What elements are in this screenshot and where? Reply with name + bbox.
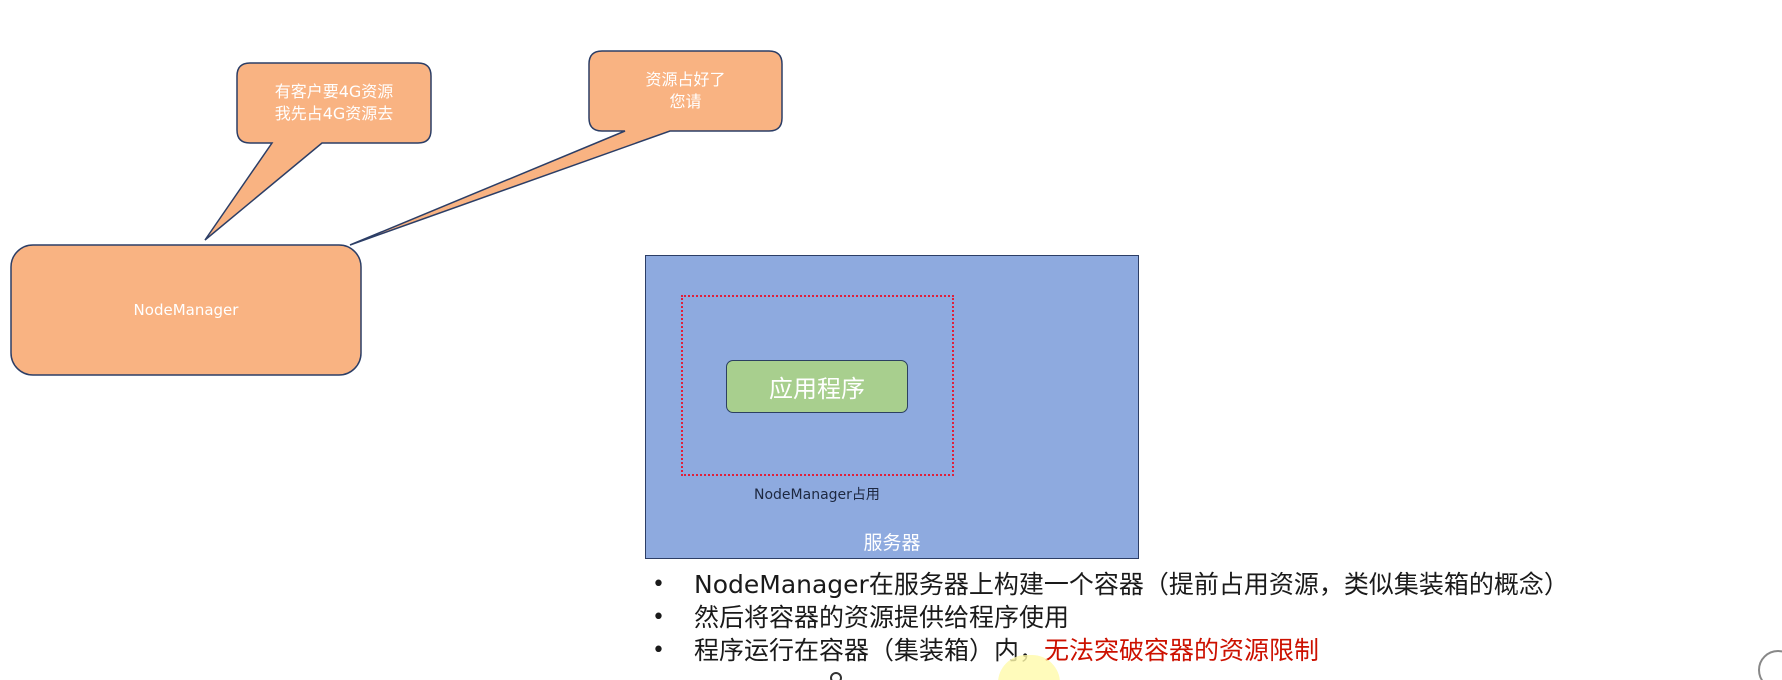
- bullet-item: • 然后将容器的资源提供给程序使用: [640, 601, 1720, 634]
- bullet-dot: •: [652, 605, 665, 630]
- node-manager-box: [10, 244, 362, 376]
- callout-left-text: 有客户要4G资源 我先占4G资源去: [237, 63, 431, 143]
- bullet-dot: •: [652, 572, 665, 597]
- bullet-text: 然后将容器的资源提供给程序使用: [694, 603, 1070, 632]
- container-label: NodeManager占用: [754, 487, 880, 503]
- bullet-list: • NodeManager在服务器上构建一个容器（提前占用资源，类似集装箱的概念…: [640, 568, 1720, 667]
- bullet-text: NodeManager在服务器上构建一个容器（提前占用资源，类似集装箱的概念）: [694, 570, 1569, 599]
- application-box: 应用程序: [726, 360, 908, 413]
- bullet-highlight-text: 无法突破容器的资源限制: [1044, 636, 1320, 665]
- callout-right-line-2: 您请: [669, 92, 702, 111]
- bullet-item: • NodeManager在服务器上构建一个容器（提前占用资源，类似集装箱的概念…: [640, 568, 1720, 601]
- bullet-item: • 程序运行在容器（集装箱）内，无法突破容器的资源限制: [640, 634, 1720, 667]
- corner-circle-icon: [1758, 650, 1782, 680]
- container-dotted-box: [681, 295, 954, 476]
- callout-left-line-1: 有客户要4G资源: [274, 82, 394, 101]
- callout-right-bubble: [349, 50, 783, 246]
- cursor-icon: [830, 672, 842, 680]
- callout-right-line-1: 资源占好了: [645, 70, 726, 89]
- callout-left-line-2: 我先占4G资源去: [274, 104, 394, 123]
- bullet-text: 程序运行在容器（集装箱）内，: [694, 636, 1045, 665]
- server-label: 服务器: [863, 532, 921, 554]
- server-box: 应用程序 NodeManager占用 服务器: [645, 255, 1139, 559]
- callout-right-text: 资源占好了 您请: [589, 51, 782, 131]
- bullet-dot: •: [652, 638, 665, 663]
- node-manager-label: NodeManager: [133, 301, 239, 319]
- callout-left-bubble: [204, 62, 432, 241]
